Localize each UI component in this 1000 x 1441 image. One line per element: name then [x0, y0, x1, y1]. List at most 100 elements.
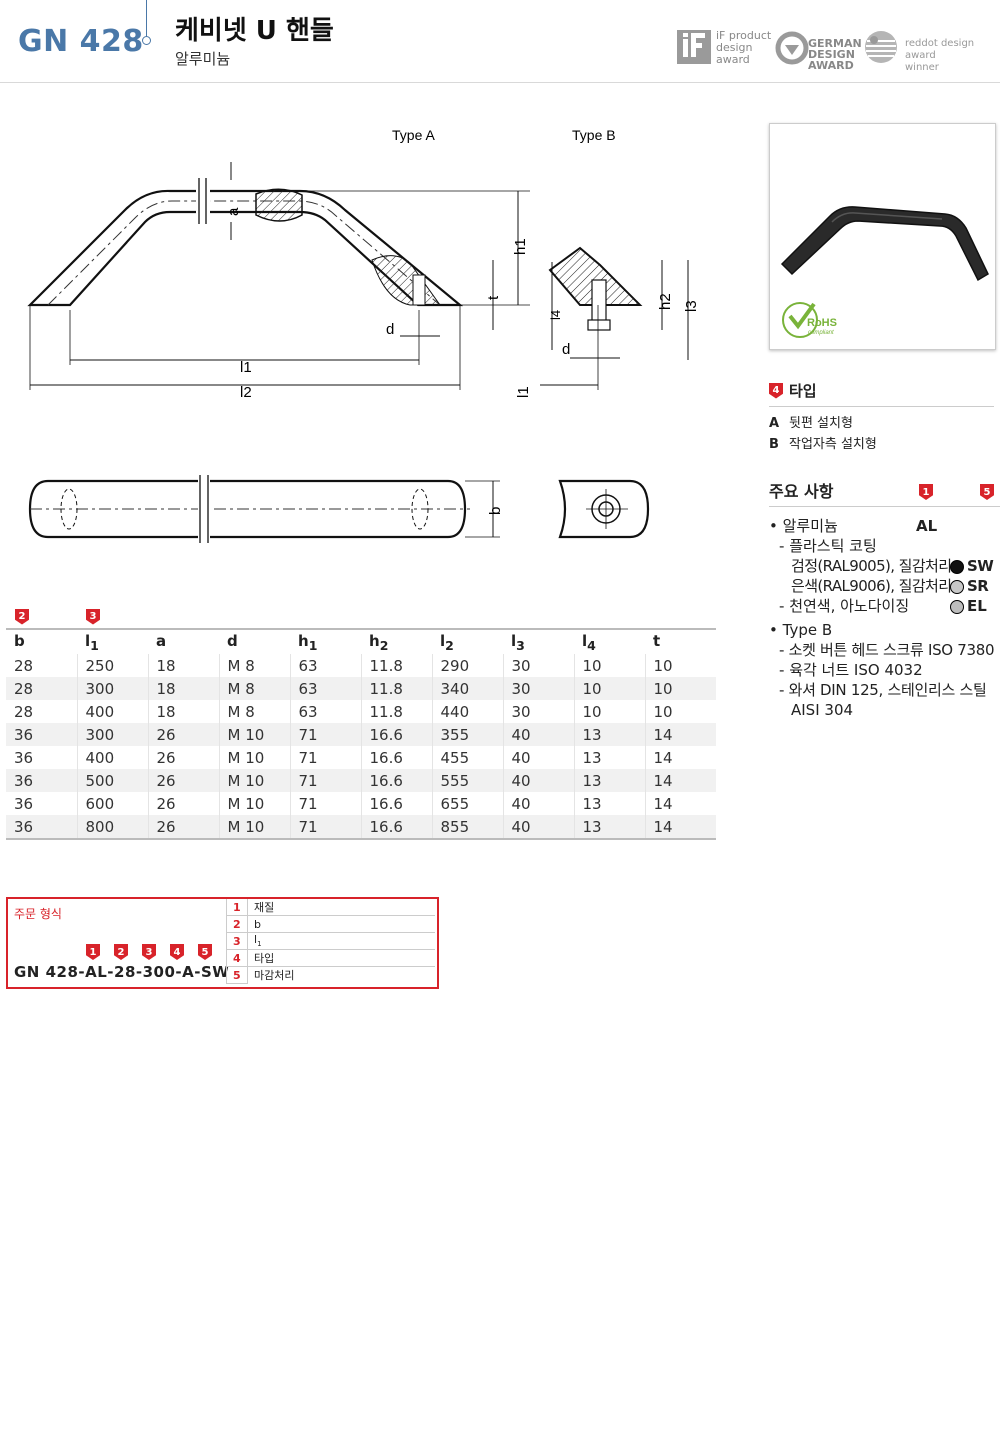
col-header: h1 [290, 628, 361, 654]
spec-material: • 알루미늄 AL [769, 517, 938, 535]
reddot-line: reddot design award [905, 38, 975, 61]
table-cell: 18 [147, 677, 219, 700]
table-cell: 455 [431, 746, 503, 769]
german-design-award-logo [775, 29, 809, 71]
table-cell: 655 [431, 792, 503, 815]
reddot-icon [865, 31, 897, 63]
dim-a: a [225, 207, 242, 216]
table-cell: 71 [289, 723, 361, 746]
top-view-outline [28, 479, 467, 539]
german-design-award-icon [775, 31, 809, 65]
table-cell: 30 [502, 677, 574, 700]
table-cell: 600 [76, 792, 148, 815]
table-cell: M 8 [218, 654, 290, 677]
table-cell: 13 [573, 769, 645, 792]
rohs-icon: RoHS compliant [782, 302, 837, 338]
order-marks: 1 2 3 4 5 [86, 944, 212, 960]
table-cell: 26 [147, 815, 219, 840]
type-a-centerline [47, 200, 441, 306]
dim-h2: h2 [657, 293, 674, 310]
table-cell: 800 [76, 815, 148, 840]
if-award-logo [677, 30, 711, 68]
col-header: t [645, 628, 716, 654]
dim-l1-b: l1 [515, 386, 532, 398]
reddot-award-text: reddot design award winner [905, 38, 1000, 74]
if-award-line: award [716, 53, 750, 66]
spec-anodized: - 천연색, 아노다이징 EL [779, 597, 987, 615]
table-cell: 40 [502, 815, 574, 840]
table-cell: 11.8 [360, 654, 432, 677]
table-cell: 14 [644, 746, 716, 769]
page-title: 케비넷 U 핸들 [175, 16, 334, 46]
table-cell: M 10 [218, 769, 290, 792]
table-cell: 36 [14, 794, 34, 813]
cross-section-a [255, 188, 303, 222]
table-cell: 40 [502, 792, 574, 815]
dim-b: b [487, 507, 504, 515]
col-header: l4 [574, 628, 645, 654]
mark-l1: 3 [86, 604, 100, 625]
header-divider [146, 0, 147, 38]
col-header: l3 [503, 628, 574, 654]
table-cell: 36 [6, 769, 77, 792]
types-title: 타입 [789, 382, 817, 400]
col-header: l2 [432, 628, 503, 654]
table-cell: 10 [644, 700, 716, 723]
types-rule [769, 406, 994, 407]
table-cell: 400 [76, 700, 148, 723]
if-award-line: design [716, 41, 753, 54]
technical-drawing: Type A Type B a h1 t l1 l2 d l4 h2 l3 d … [0, 100, 720, 564]
reddot-line: winner [905, 62, 939, 73]
table-cell: 71 [289, 815, 361, 840]
gda-line: GERMAN [808, 37, 862, 50]
table-cell: 13 [573, 815, 645, 840]
table-cell: 11.8 [360, 700, 432, 723]
table-cell: 10 [573, 654, 645, 677]
table-cell: 10 [644, 677, 716, 700]
drawing-svg: Type A Type B a h1 t l1 l2 d l4 h2 l3 d … [27, 127, 700, 543]
table-cell: 40 [502, 769, 574, 792]
table-cell: 36 [6, 815, 77, 840]
table-cell: M 10 [218, 815, 290, 840]
table-cell: 63 [289, 700, 361, 723]
col-header: d [219, 628, 290, 654]
table-cell: 63 [289, 677, 361, 700]
dim-t: t [485, 295, 502, 300]
table-cell: 71 [289, 792, 361, 815]
if-award-icon [677, 30, 711, 64]
table-cell: 26 [147, 769, 219, 792]
spec-coating: - 플라스틱 코팅 [779, 537, 877, 555]
type-b-label: Type B [572, 127, 616, 143]
dim-l1: l1 [240, 359, 252, 376]
order-mark: 3 [142, 944, 156, 960]
table-cell: 10 [644, 654, 716, 677]
dim-h1: h1 [512, 238, 529, 255]
rohs-text: RoHS [807, 317, 837, 329]
grey-dot-icon [950, 599, 964, 614]
table-cell: 40 [502, 723, 574, 746]
order-mark: 1 [86, 944, 100, 960]
table-cell: 300 [76, 723, 148, 746]
table-cell: 14 [644, 769, 716, 792]
table-cell: 16.6 [360, 746, 432, 769]
table-cell: 36 [6, 723, 77, 746]
table-cell: 30 [502, 654, 574, 677]
table-cell: 71 [289, 746, 361, 769]
type-b-top-view [558, 479, 650, 539]
order-mark: 4 [170, 944, 184, 960]
table-cell: 14 [644, 815, 716, 840]
table-cell: 855 [431, 815, 503, 840]
